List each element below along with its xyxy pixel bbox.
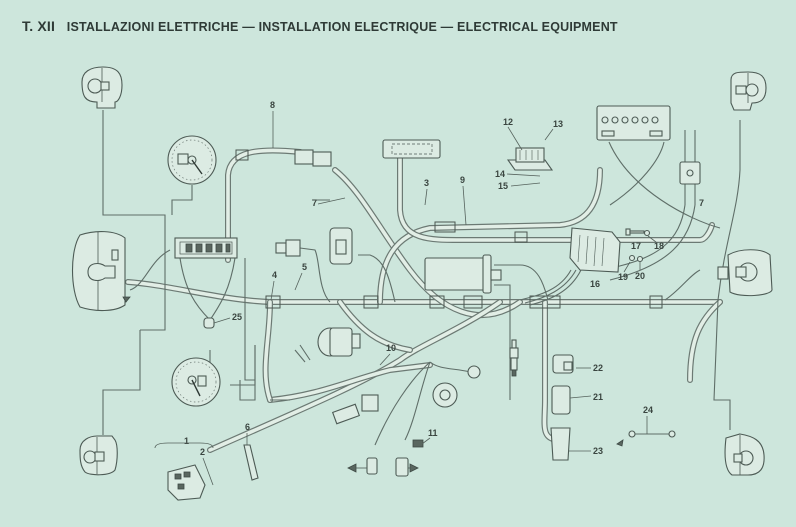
stator-icon [432,365,481,408]
ignition-switch-icon [317,327,361,357]
callout-5: 5 [302,262,307,272]
callout-21: 21 [593,392,603,402]
callout-9: 9 [460,175,465,185]
callout-16: 16 [590,279,600,289]
spark-plug-icon [509,339,519,377]
voltage-regulator-icon [506,147,554,171]
callout-1: 1 [184,436,189,446]
tachometer-icon [171,357,221,407]
rear-left-indicator-icon [79,435,118,476]
callout-12: 12 [503,117,513,127]
main-harness [125,147,723,453]
rear-right-indicator-icon [724,433,765,476]
callout-24: 24 [643,405,653,415]
relay-icon [329,227,353,265]
condenser-icon [552,354,574,374]
cable-clip-icon [243,444,259,481]
callout-2: 2 [200,447,205,457]
bulb-25-icon [203,317,215,329]
callout-3: 3 [424,178,429,188]
callout-19: 19 [618,272,628,282]
oil-pressure-switch-icon [395,457,419,477]
pressure-switch-icon [275,239,301,257]
callout-15: 15 [498,181,508,191]
neutral-switch-icon [347,457,378,475]
front-right-indicator-icon [730,71,767,111]
callout-10: 10 [386,343,396,353]
plate-number: T. XII [22,18,56,34]
warning-panel-icon [174,237,238,259]
connector-11-icon [412,439,424,448]
callout-11: 11 [428,428,438,438]
callout-25: 25 [232,312,242,322]
headlamp-icon [72,231,131,312]
speedometer-icon [167,135,217,185]
rectifier-icon [569,227,621,273]
front-left-indicator-icon [81,66,123,109]
callout-4: 4 [272,270,277,280]
callout-14: 14 [495,169,505,179]
multipin-connector-icons [294,149,379,425]
fastener-icons [625,228,651,263]
title-text: ISTALLAZIONI ELETTRICHE — INSTALLATION E… [66,20,618,34]
socket-23-icon [550,427,571,461]
callout-17: 17 [631,241,641,251]
ignition-coil-icon [424,254,502,294]
callout-6: 6 [245,422,250,432]
ground-strap-icon [616,430,676,447]
fuse-box-icon [382,139,441,159]
flasher-unit-icon [679,161,701,185]
callout-8: 8 [270,100,275,110]
callout-7: 7 [312,198,317,208]
callouts: 1 2 3 4 5 6 7 8 9 10 11 12 13 14 15 16 1… [154,100,704,486]
harness-tape-wraps [235,149,663,309]
tail-lamp-icon [717,249,773,297]
callout-13: 13 [553,119,563,129]
capacitor-21-icon [551,385,571,415]
callout-18: 18 [654,241,664,251]
handlebar-switch-icon [167,464,206,501]
callout-20: 20 [635,271,645,281]
page-title: T. XII ISTALLAZIONI ELETTRICHE — INSTALL… [22,18,618,34]
callout-22: 22 [593,363,603,373]
callout-23: 23 [593,446,603,456]
battery-icon [596,105,671,141]
callout-7b: 7 [699,198,704,208]
